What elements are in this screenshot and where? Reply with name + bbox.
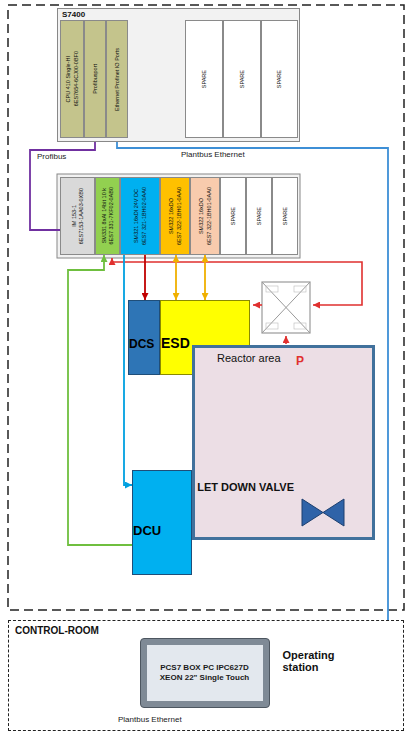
- operating-station: PCS7 BOX PC IPC627D XEON 22" Single Touc…: [140, 638, 270, 708]
- reactor-area: Reactor areaLET DOWN VALVE: [192, 345, 375, 540]
- module-label: SPARE: [276, 70, 282, 88]
- io-rack-frame: [57, 174, 300, 258]
- module-label: SM321 16xDI 24V DC: [133, 189, 139, 243]
- module-label: SPARE: [230, 207, 236, 225]
- module-label: 6ES7153-1AA03-0XB0: [78, 188, 84, 244]
- module-slot: SPARE: [246, 177, 272, 255]
- box-label: Reactor area: [217, 352, 281, 364]
- box-label: LET DOWN VALVE: [197, 481, 294, 493]
- box-heading: Operating station: [283, 649, 353, 673]
- module-slot: Ethernet Profinet IO Ports: [106, 20, 128, 138]
- signal-wire: [112, 258, 362, 305]
- module-slot: SM331 8xAI 14bit 10 k6ES7 331-7KF02-0AB0: [95, 177, 120, 255]
- module-label: SM322 16xDO: [198, 198, 204, 234]
- junction-cross: [262, 282, 310, 333]
- module-label: 6ES7 331-7KF02-0AB0: [108, 187, 114, 244]
- module-slot: CPU 410 Single-HI6ES7654-6CJ00-0BF0: [60, 20, 84, 138]
- module-label: Profibusport: [92, 64, 98, 94]
- module-slot: SM322 16xDO6ES7 322-1BH01-0AA0: [160, 177, 190, 255]
- let-down-valve: LET DOWN VALVE: [300, 495, 346, 530]
- module-label: SM322 16xDO: [168, 198, 174, 234]
- module-label: 6ES7654-6CJ00-0BF0: [73, 51, 79, 106]
- module-slot: SPARE: [223, 20, 261, 138]
- box-label: PCS7 BOX PC IPC627D XEON 22" Single Touc…: [147, 645, 263, 701]
- signal-wire: [285, 336, 287, 344]
- signal-line: [144, 255, 146, 300]
- valve-symbol: [300, 495, 346, 530]
- box-label: S7400: [62, 10, 85, 19]
- module-slot: Profibusport: [84, 20, 106, 138]
- connector-label: Profibus: [36, 152, 67, 161]
- junction-box: [262, 282, 310, 333]
- module-label: CPU 410 Single-HI: [65, 56, 71, 102]
- signal-wire: [253, 304, 262, 306]
- module-slot: SPARE: [185, 20, 223, 138]
- module-label: SPARE: [239, 70, 245, 88]
- module-label: 6ES7 322-1BH01-0AA0: [176, 187, 182, 245]
- module-label: SPARE: [256, 207, 262, 225]
- pressure-tag: P: [296, 354, 304, 368]
- module-label: SPARE: [201, 70, 207, 88]
- module-label: IM 153-1: [71, 205, 77, 227]
- module-slot: IM 153-16ES7153-1AA03-0XB0: [60, 177, 95, 255]
- box-label: DCS: [129, 337, 154, 351]
- module-label: 6ES7 321-1BH02-0AA0: [141, 187, 147, 245]
- plant-boundary: [8, 5, 404, 610]
- module-label: Ethernet Profinet IO Ports: [114, 48, 120, 111]
- junction-box-outline: [262, 282, 310, 333]
- dcu-box: DCU: [132, 470, 192, 575]
- cpu-rack: S7400CPU 410 Single-HI6ES7654-6CJ00-0BF0…: [57, 8, 300, 142]
- junction-cross: [262, 282, 310, 333]
- junction-terminal: [294, 286, 306, 292]
- valve-wing: [302, 499, 323, 526]
- valve-wing: [323, 499, 344, 526]
- signal-line: [175, 255, 177, 300]
- signal-line: [204, 255, 206, 300]
- signal-line: [68, 255, 132, 545]
- module-label: SM331 8xAI 14bit 10 k: [101, 188, 107, 243]
- control-room: CONTROL-ROOM PCS7 BOX PC IPC627D XEON 22"…: [8, 620, 404, 731]
- box-label: ESD: [161, 335, 190, 351]
- box-label: CONTROL-ROOM: [15, 625, 99, 636]
- module-slot: SM322 16xDO6ES7 322-1BH01-0AA0: [190, 177, 220, 255]
- module-slot: SM321 16xDI 24V DC6ES7 321-1BH02-0AA0: [120, 177, 160, 255]
- box-label: DCU: [133, 523, 161, 538]
- network-label: Plantbus Ethernet: [118, 715, 182, 724]
- junction-terminal: [266, 323, 278, 329]
- module-slot: SPARE: [272, 177, 298, 255]
- module-label: 6ES7 322-1BH01-0AA0: [206, 187, 212, 245]
- dcs-box: DCS: [128, 300, 160, 375]
- module-label: SPARE: [282, 207, 288, 225]
- junction-terminal: [294, 323, 306, 329]
- connector-label: Plantbus Ethernet: [180, 150, 246, 159]
- module-slot: SPARE: [261, 20, 298, 138]
- module-slot: SPARE: [220, 177, 246, 255]
- junction-terminal: [266, 286, 278, 292]
